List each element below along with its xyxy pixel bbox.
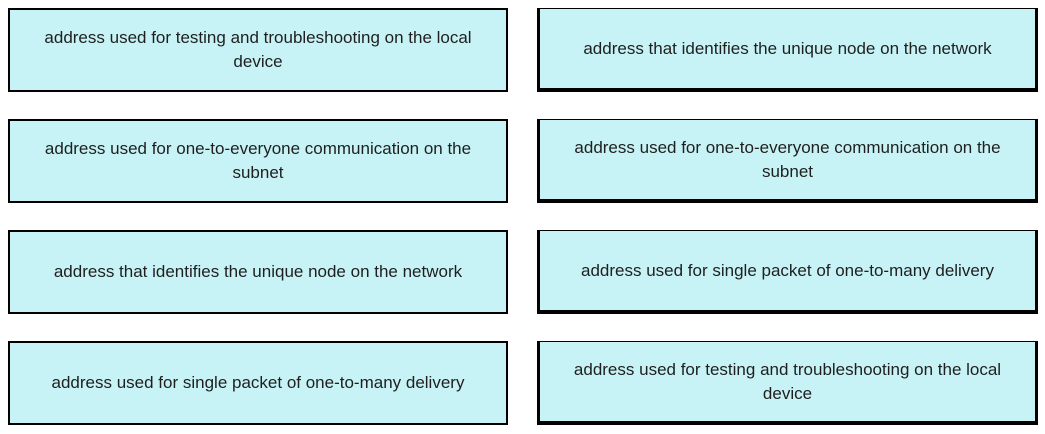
source-card-1[interactable]: address used for testing and troubleshoo… — [8, 8, 508, 92]
target-card-4-label: address used for testing and troubleshoo… — [573, 359, 1002, 403]
source-card-3-label: address that identifies the unique node … — [53, 262, 463, 282]
source-card-1-label: address used for testing and troubleshoo… — [44, 28, 472, 71]
target-card-1-label: address that identifies the unique node … — [583, 38, 992, 58]
source-card-3[interactable]: address that identifies the unique node … — [8, 230, 508, 314]
target-card-3[interactable]: address used for single packet of one-to… — [537, 230, 1038, 314]
target-card-4[interactable]: address used for testing and troubleshoo… — [537, 341, 1038, 425]
source-card-4-label: address used for single packet of one-to… — [51, 373, 465, 393]
source-card-2[interactable]: address used for one-to-everyone communi… — [8, 119, 508, 203]
target-card-3-label: address used for single packet of one-to… — [581, 260, 994, 280]
source-card-4[interactable]: address used for single packet of one-to… — [8, 341, 508, 425]
target-card-1[interactable]: address that identifies the unique node … — [537, 8, 1038, 92]
source-card-2-label: address used for one-to-everyone communi… — [44, 139, 472, 182]
target-card-2-label: address used for one-to-everyone communi… — [574, 137, 1001, 181]
target-card-2[interactable]: address used for one-to-everyone communi… — [537, 119, 1038, 203]
